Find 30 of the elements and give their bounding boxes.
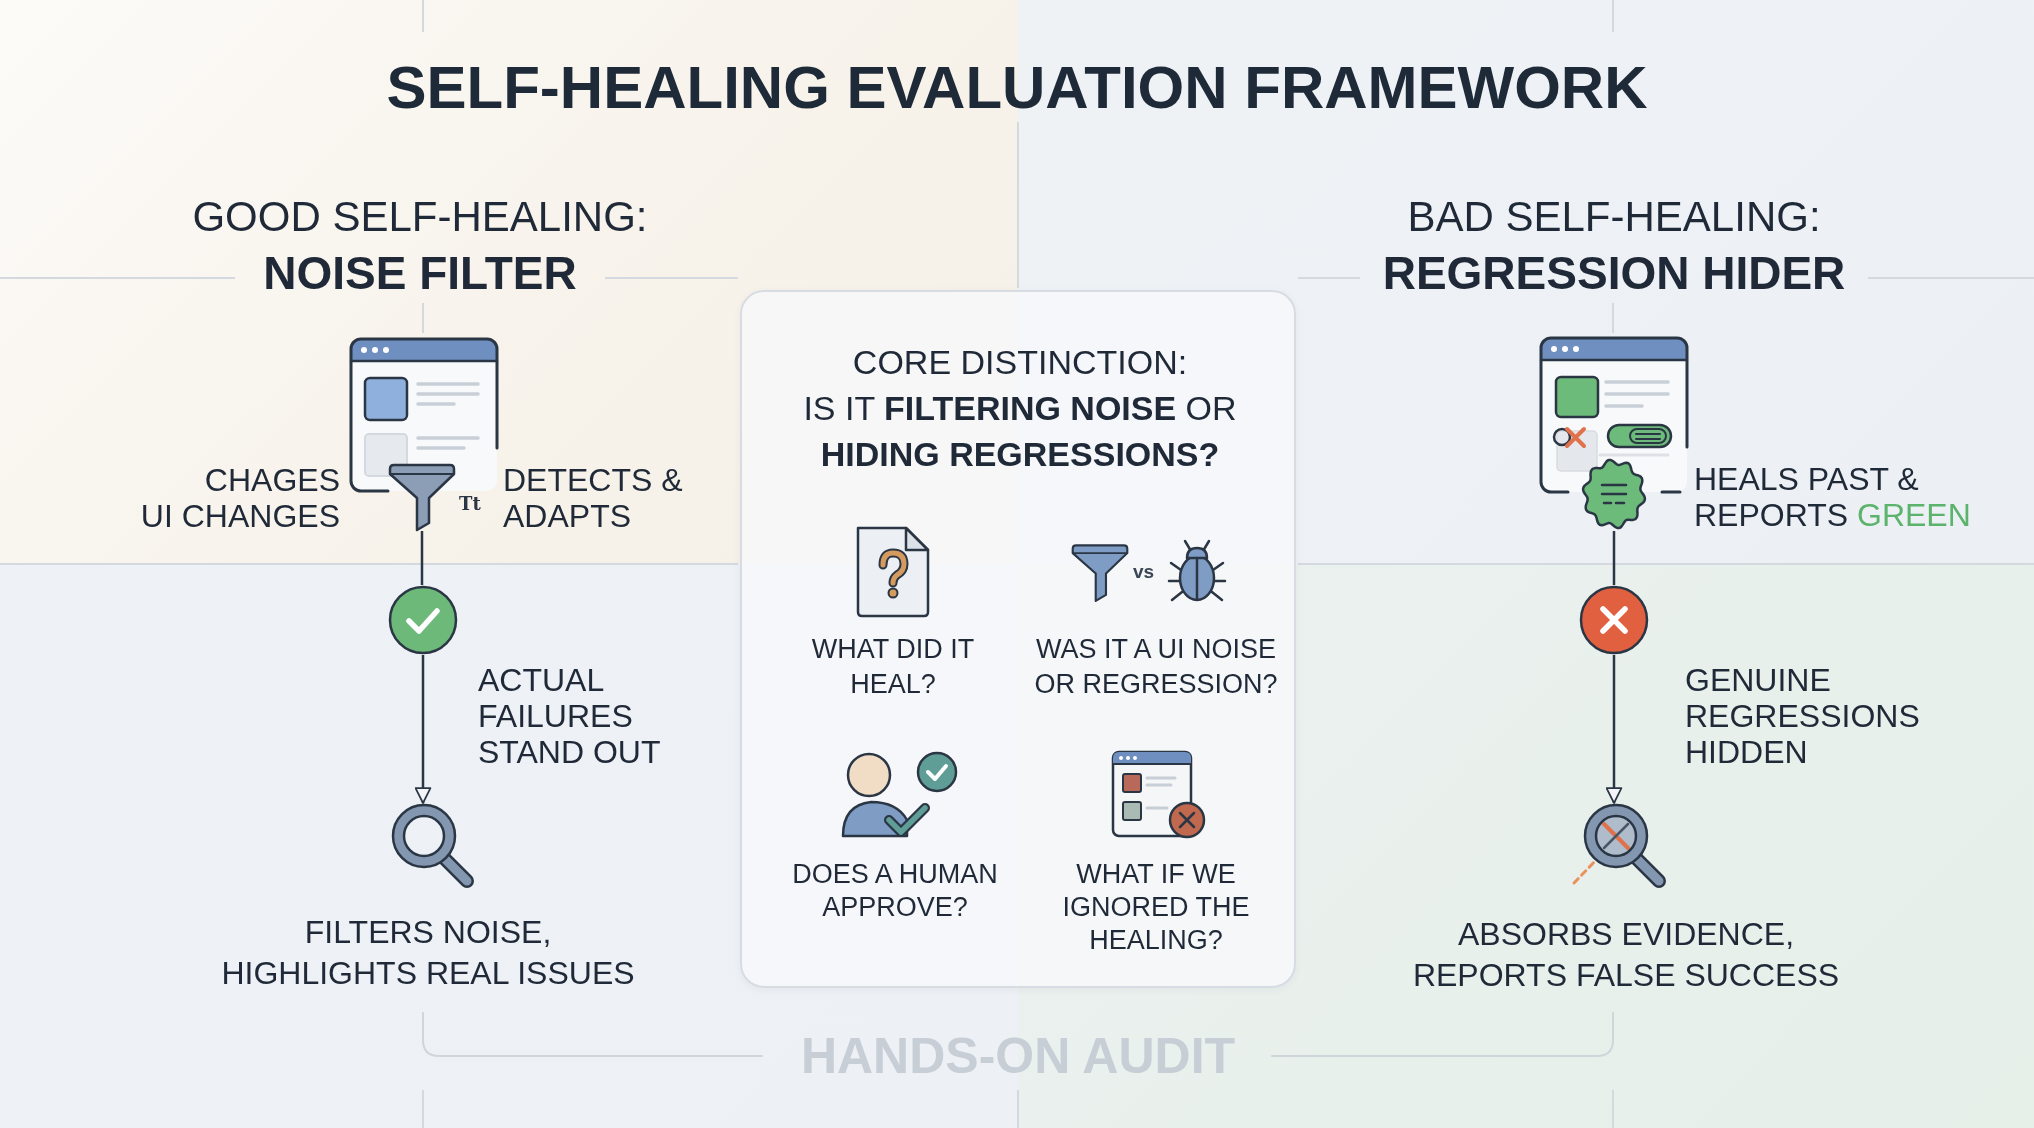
connector-line bbox=[420, 531, 424, 585]
magnifier-cross-icon bbox=[1570, 803, 1668, 889]
question-text: DOES A HUMAN APPROVE? bbox=[791, 858, 999, 924]
title: SELF-HEALING EVALUATION FRAMEWORK bbox=[386, 53, 1648, 123]
question-text: WHAT IF WE IGNORED THE HEALING? bbox=[1061, 858, 1251, 957]
column-heading: BAD SELF-HEALING: bbox=[1407, 192, 1821, 242]
caption-text: ABSORBS EVIDENCE, REPORTS FALSE SUCCESS bbox=[1411, 915, 1841, 995]
content-panel bbox=[740, 290, 1296, 988]
versus-text: vs bbox=[1133, 561, 1155, 583]
caption-text: HEALS PAST & REPORTS GREEN bbox=[1694, 461, 1972, 533]
question-text: WAS IT A UI NOISE OR REGRESSION? bbox=[1033, 633, 1279, 701]
caption-text: FILTERS NOISE, HIGHLIGHTS REAL ISSUES bbox=[220, 913, 636, 993]
column-heading: GOOD SELF-HEALING: bbox=[192, 192, 648, 242]
column-title: REGRESSION HIDER bbox=[1382, 246, 1846, 300]
arrow bbox=[414, 655, 432, 804]
seal-badge-icon bbox=[1580, 457, 1648, 531]
check-circle-icon bbox=[388, 585, 458, 655]
question-text: WHAT DID IT HEAL? bbox=[810, 633, 976, 701]
caption-text: DETECTS & ADAPTS bbox=[503, 462, 684, 534]
panel-heading: CORE DISTINCTION: bbox=[852, 342, 1188, 383]
cross-circle-icon bbox=[1579, 585, 1649, 655]
arrow bbox=[1605, 655, 1623, 804]
text-style-mark: Tt bbox=[459, 494, 481, 514]
column-title: NOISE FILTER bbox=[263, 246, 577, 300]
panel-subheading: IS IT FILTERING NOISE OR HIDING REGRESSIONS? bbox=[802, 388, 1238, 475]
connector-line bbox=[1612, 531, 1616, 585]
funnel-icon bbox=[388, 461, 456, 531]
caption-text: CHAGES UI CHANGES bbox=[139, 462, 340, 534]
edge-label: ACTUAL FAILURES STAND OUT bbox=[478, 662, 662, 770]
edge-label: GENUINE REGRESSIONS HIDDEN bbox=[1685, 662, 1921, 770]
